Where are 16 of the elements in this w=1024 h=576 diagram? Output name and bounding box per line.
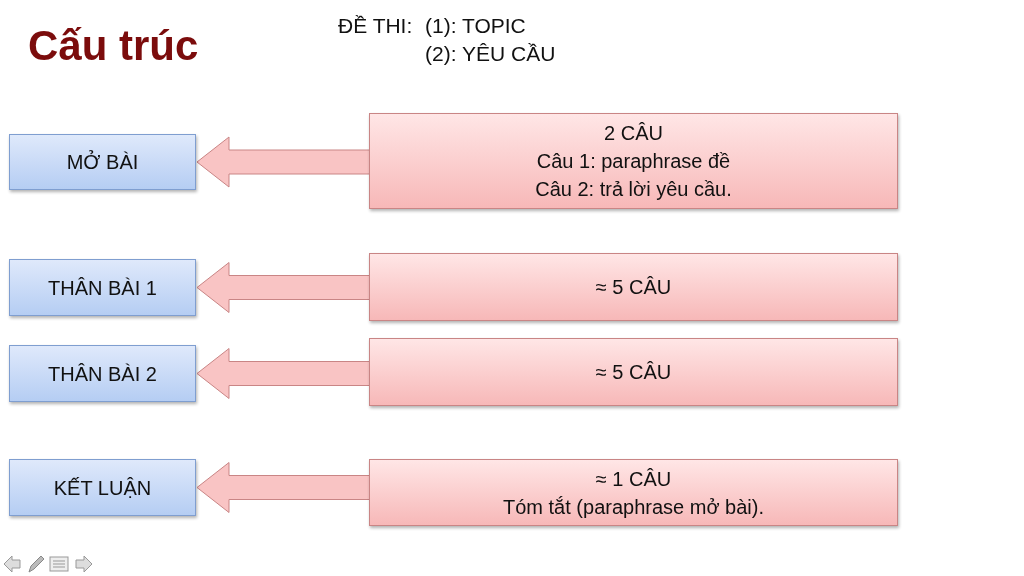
header-text: (2): YÊU CẦU — [425, 42, 556, 66]
section-box: KẾT LUẬN — [9, 459, 196, 516]
block-arrow — [196, 348, 371, 399]
header-text: (1): TOPIC — [425, 14, 526, 38]
section-box: THÂN BÀI 2 — [9, 345, 196, 402]
description-box: ≈ 5 CÂU — [369, 253, 898, 321]
section-box: THÂN BÀI 1 — [9, 259, 196, 316]
block-arrow — [196, 136, 371, 188]
header-text: ĐỀ THI: — [338, 14, 413, 38]
description-box: 2 CÂU Câu 1: paraphrase đề Câu 2: trả lời yêu cầu. — [369, 113, 898, 209]
block-arrow — [196, 462, 371, 513]
description-box: ≈ 1 CÂU Tóm tắt (paraphrase mở bài). — [369, 459, 898, 526]
slide-title: Cấu trúc — [28, 22, 199, 70]
block-arrow — [196, 262, 371, 313]
section-box: MỞ BÀI — [9, 134, 196, 190]
description-box: ≈ 5 CÂU — [369, 338, 898, 406]
